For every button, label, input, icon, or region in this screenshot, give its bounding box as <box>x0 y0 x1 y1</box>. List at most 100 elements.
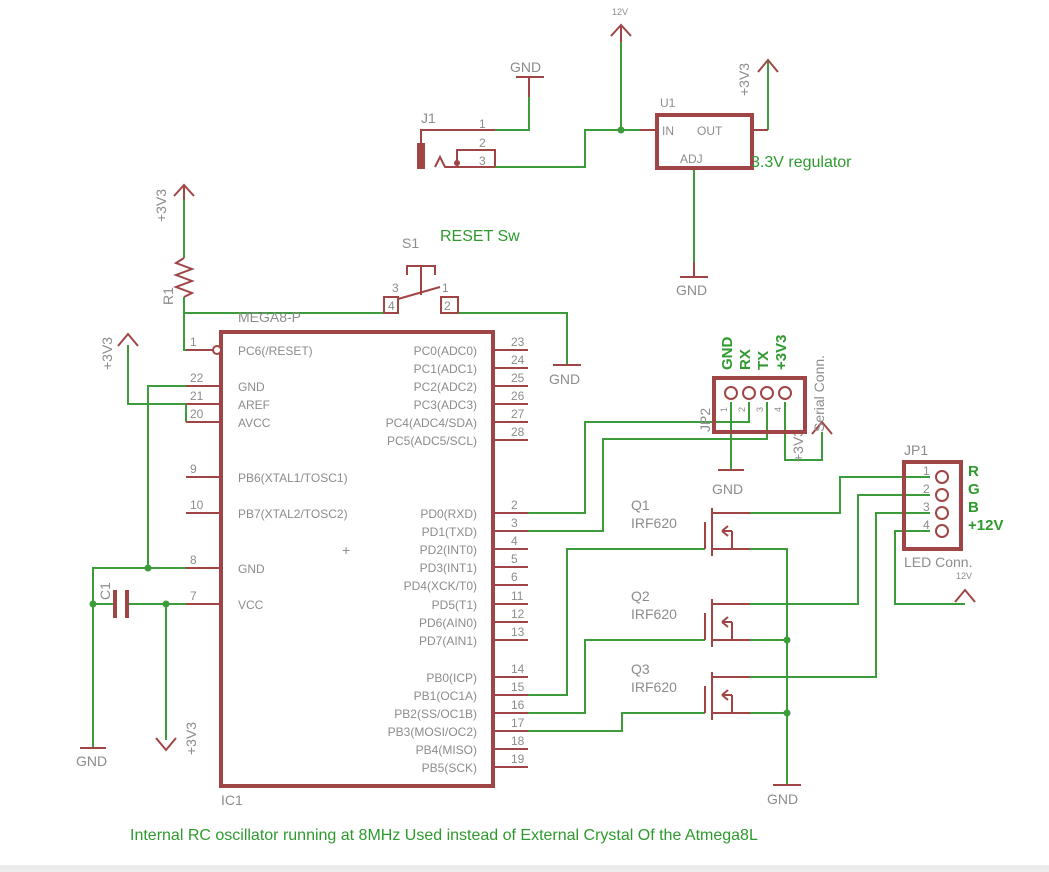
r1-resistor: R1 <box>160 257 195 305</box>
ic1-pin-number: 27 <box>511 407 525 421</box>
svg-text:1: 1 <box>479 117 486 131</box>
svg-text:+3V3: +3V3 <box>99 337 115 370</box>
svg-text:4: 4 <box>388 299 395 313</box>
svg-text:OUT: OUT <box>697 124 723 138</box>
ic1-pin-label: PC1(ADC1) <box>414 362 477 376</box>
ic1-pin-number: 21 <box>190 389 204 403</box>
ic1-pin-number: 8 <box>190 553 197 567</box>
svg-text:ADJ: ADJ <box>680 152 703 166</box>
ic1-pin-number: 2 <box>511 498 518 512</box>
supply-3v3-reg: +3V3 <box>736 58 779 96</box>
ic1-pin-number: 28 <box>511 425 525 439</box>
svg-text:+3V3: +3V3 <box>183 722 199 755</box>
q2-mosfet: Q2 IRF620 <box>631 588 750 647</box>
svg-text:TX: TX <box>755 351 772 370</box>
ic1-pin-number: 7 <box>190 589 197 603</box>
q3-mosfet: Q3 IRF620 <box>631 661 750 720</box>
junction-dot <box>617 126 625 134</box>
gnd-reg: GND <box>676 262 708 298</box>
wires <box>92 42 965 785</box>
svg-text:+3V3: +3V3 <box>790 429 806 462</box>
ic1-pin-number: 26 <box>511 389 525 403</box>
ic1-pin-label: AVCC <box>238 416 271 430</box>
footnote: Internal RC oscillator running at 8MHz U… <box>130 827 758 844</box>
svg-text:GND: GND <box>549 371 580 387</box>
svg-text:12V: 12V <box>956 571 972 581</box>
ic1-pin-label: PC0(ADC0) <box>414 344 477 358</box>
ic1-pin-label: GND <box>238 562 265 576</box>
svg-text:RESET Sw: RESET Sw <box>440 228 520 245</box>
ic1-pin-number: 24 <box>511 353 525 367</box>
ic1-pin-number: 18 <box>511 734 525 748</box>
svg-text:2: 2 <box>444 299 451 313</box>
junction-dot <box>144 564 152 572</box>
ic1-pin-label: PC6(/RESET) <box>238 344 313 358</box>
ic1-pin-number: 20 <box>190 407 204 421</box>
svg-text:+3V3: +3V3 <box>773 335 790 370</box>
junction-dot <box>783 636 791 644</box>
svg-text:4: 4 <box>923 518 930 532</box>
gnd-j1: GND <box>510 59 544 97</box>
svg-text:Serial Conn.: Serial Conn. <box>811 355 827 432</box>
ic1-pin-number: 17 <box>511 716 525 730</box>
ic1-atmega8: MEGA8-P IC1 + 1PC6(/RESET)22GND21AREF20A… <box>186 309 528 808</box>
svg-text:GND: GND <box>719 337 736 371</box>
ic1-pin-label: VCC <box>238 598 264 612</box>
svg-text:GND: GND <box>76 753 107 769</box>
gnd-jp2: GND <box>712 469 744 497</box>
ic1-pin-label: GND <box>238 380 265 394</box>
svg-text:IRF620: IRF620 <box>631 515 677 531</box>
ic1-pin-label: PD5(T1) <box>432 598 477 612</box>
svg-text:GND: GND <box>712 481 743 497</box>
supply-3v3-aref: +3V3 <box>99 332 139 370</box>
gnd-s1: GND <box>549 364 581 387</box>
svg-text:2: 2 <box>479 136 486 150</box>
junctions <box>89 126 791 717</box>
ic1-pin-number: 25 <box>511 371 525 385</box>
svg-text:Q2: Q2 <box>631 588 650 604</box>
ic1-pin-number: 22 <box>190 371 204 385</box>
svg-text:GND: GND <box>767 791 798 807</box>
ic1-pin-number: 14 <box>511 662 525 676</box>
ic1-pin-label: PB4(MISO) <box>416 743 477 757</box>
svg-text:GND: GND <box>510 59 541 75</box>
s1-reset-switch: S1 RESET Sw 3 1 4 2 <box>383 228 520 314</box>
origin-cross: + <box>342 542 350 558</box>
ic1-pin-number: 19 <box>511 752 525 766</box>
svg-text:12V: 12V <box>612 7 628 17</box>
svg-text:J1: J1 <box>421 110 436 126</box>
ic1-pin-label: PB0(ICP) <box>426 671 477 685</box>
ic1-pin-label: PD2(INT0) <box>420 543 477 557</box>
power-symbols: 12V GND +3V3 GND +3V3 GND +3V3 GND <box>76 7 976 807</box>
svg-text:RX: RX <box>737 349 754 370</box>
svg-text:1: 1 <box>719 407 729 412</box>
bottom-scroll-strip <box>0 865 1049 872</box>
svg-text:U1: U1 <box>660 96 676 110</box>
svg-text:2: 2 <box>737 407 747 412</box>
q1-mosfet: Q1 IRF620 <box>631 497 750 556</box>
supply-12v-jp1: 12V <box>954 571 976 603</box>
jp1-led-connector: JP1 1 2 3 4 LED Conn. R G B +12V <box>902 442 1003 570</box>
ic1-pin-label: PD4(XCK/T0) <box>404 579 477 593</box>
ic1-pin-number: 3 <box>511 516 518 530</box>
ic1-pin-number: 6 <box>511 570 518 584</box>
svg-text:1: 1 <box>923 464 930 478</box>
svg-text:JP1: JP1 <box>904 442 928 458</box>
svg-text:1: 1 <box>442 281 449 295</box>
ic1-pin-label: PB3(MOSI/OC2) <box>388 725 477 739</box>
ic1-pin-number: 5 <box>511 552 518 566</box>
junction-dot <box>783 709 791 717</box>
svg-text:IC1: IC1 <box>221 792 243 808</box>
ic1-pin-number: 13 <box>511 625 525 639</box>
ic1-pin-label: PB6(XTAL1/TOSC1) <box>238 471 348 485</box>
gnd-c1: GND <box>76 747 107 769</box>
svg-text:B: B <box>968 499 979 516</box>
svg-text:C1: C1 <box>97 582 113 600</box>
svg-text:3: 3 <box>392 281 399 295</box>
svg-text:3: 3 <box>479 154 486 168</box>
gnd-mosfets: GND <box>767 784 801 807</box>
ic1-pin-label: PB5(SCK) <box>422 761 477 775</box>
jp2-serial-connector: JP2 1 2 3 4 Serial Conn. GND RX TX +3V3 <box>697 335 827 434</box>
j1-power-jack: J1 1 2 3 <box>417 110 496 169</box>
ic1-pin-label: PD0(RXD) <box>420 507 477 521</box>
